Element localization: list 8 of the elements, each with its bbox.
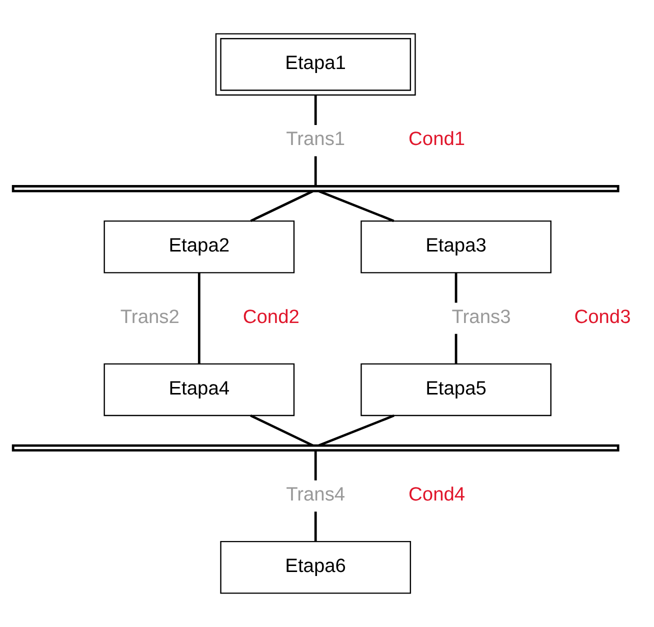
- label: Trans1: [286, 129, 346, 150]
- label: Trans4: [286, 484, 346, 506]
- label: Cond4: [408, 484, 466, 506]
- label: Trans3: [452, 306, 511, 328]
- label: Cond2: [242, 306, 300, 328]
- label: Cond1: [408, 129, 466, 150]
- label: Cond3: [574, 306, 631, 328]
- label: Trans2: [120, 306, 180, 328]
